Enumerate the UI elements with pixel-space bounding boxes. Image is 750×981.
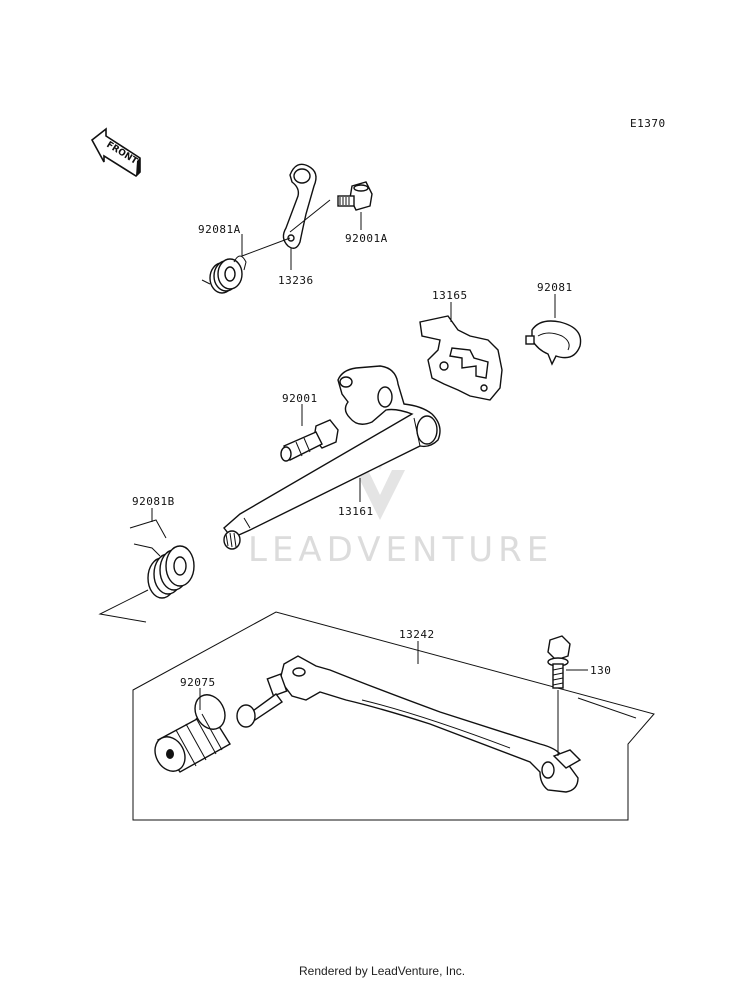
watermark-text: LEADVENTURE (248, 530, 553, 570)
part-92001-bolt (280, 419, 339, 462)
label-92081A: 92081A (198, 223, 241, 236)
part-13161-shaft (223, 365, 441, 550)
label-92081B: 92081B (132, 495, 175, 508)
label-92075: 92075 (180, 676, 216, 689)
label-13242: 13242 (399, 628, 435, 641)
label-13161: 13161 (338, 505, 374, 518)
label-13236: 13236 (278, 274, 314, 287)
assembly-frame (132, 611, 655, 821)
footer-credit: Rendered by LeadVenture, Inc. (299, 964, 465, 978)
part-92075-rubber (154, 694, 231, 773)
part-13165-plate (419, 315, 503, 401)
label-130: 130 (590, 664, 611, 677)
part-13236-arm (282, 163, 317, 249)
part-13242-pedal (236, 655, 582, 793)
front-arrow-icon: FRONT (90, 127, 141, 178)
diagram-code: E1370 (630, 117, 666, 130)
label-92001A: 92001A (345, 232, 388, 245)
watermark: LEADVENTURE (248, 440, 553, 570)
label-92081: 92081 (537, 281, 573, 294)
part-130-bolt (547, 635, 571, 689)
part-92001A-bolt (337, 181, 373, 211)
part-92081A-spring (201, 255, 247, 294)
part-92081B-spring (129, 519, 195, 599)
label-13165: 13165 (432, 289, 468, 302)
part-92081-clip (525, 320, 582, 366)
label-92001: 92001 (282, 392, 318, 405)
